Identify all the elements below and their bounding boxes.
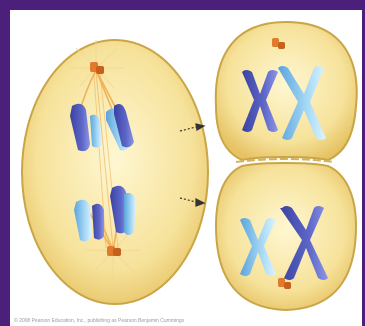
copyright-credit: © 2008 Pearson Education, Inc., publishi… (14, 318, 184, 324)
cell-membrane (22, 40, 208, 304)
daughter-cell-bottom (216, 159, 356, 310)
figure-panel: © 2008 Pearson Education, Inc., publishi… (10, 10, 362, 326)
dividing-cell (22, 40, 208, 304)
mitosis-diagram (10, 10, 362, 326)
daughter-cell-top (216, 22, 357, 160)
